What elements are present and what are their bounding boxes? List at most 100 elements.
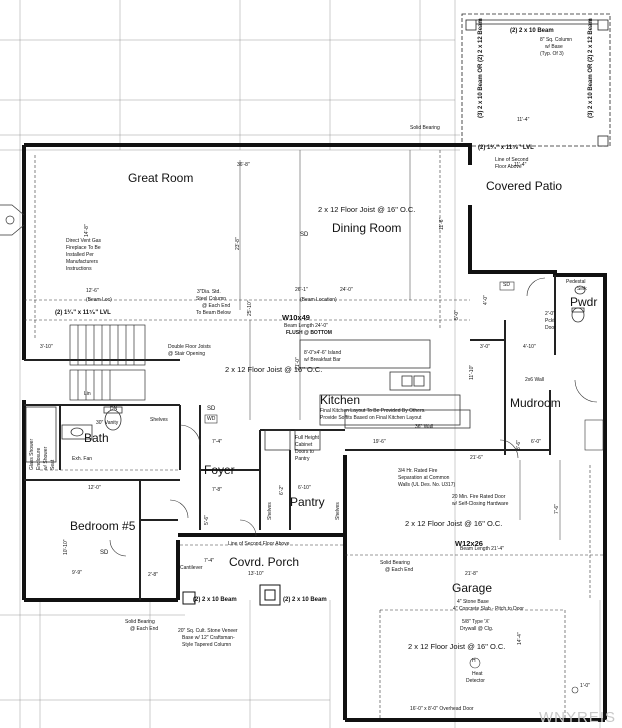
note-double-joist-1: Double Floor Joists (168, 344, 211, 350)
note-glass-2: Enclosure (36, 447, 42, 470)
porch-columns (182, 584, 281, 606)
patio-beam-top: (2) 2 x 10 Beam (510, 28, 554, 34)
note-typ3: (Typ. Of 3) (540, 51, 564, 57)
foyer-label: Foyer (204, 463, 235, 477)
note-full-height-4: Pantry (295, 456, 310, 462)
grid-lines (0, 0, 601, 728)
note-pedestal-2: Sink (577, 286, 587, 292)
interior-walls (24, 275, 556, 600)
dim-great-room-depth: 14'-8" (84, 224, 90, 237)
note-stone-2: Base w/ 12" Craftsman- (182, 635, 235, 641)
note-pocket-3: Door (545, 325, 556, 331)
dim-12-0: 12'-0" (88, 485, 101, 491)
dim-12-6: 12'-6" (86, 288, 99, 294)
note-garage-2: 4" Concrete Slab - Pitch to Door (453, 606, 524, 612)
bath-fixtures (25, 285, 586, 463)
note-fire-3: Walls (UL Des. No. U317) (398, 482, 456, 488)
note-full-height-3: Doors to (295, 449, 314, 455)
note-heat-1: Heat (472, 671, 483, 677)
dim-7-4b: 7'-4" (204, 558, 214, 564)
bedroom5-label: Bedroom #5 (70, 519, 136, 533)
note-beam-length-1: Beam Length 24'-0" (284, 323, 328, 329)
note-pedestal-1: Pedestal (566, 279, 586, 285)
lvl-beam-top: (2) 1³⁄₄" x 11⁷⁄₈" LVL (478, 145, 534, 151)
dim-3-10: 3'-10" (40, 344, 53, 350)
pantry-label: Pantry (290, 495, 325, 509)
note-double-joist-2: @ Stair Opening (168, 351, 206, 357)
pwdr-label: Pwdr (570, 295, 598, 309)
dim-13-10: 13'-10" (248, 571, 264, 577)
note-island-1: 8'-0"x4'-6" Island (304, 350, 342, 356)
dim-3-0: 3'-0" (480, 344, 490, 350)
exterior-walls (22, 143, 607, 722)
porch-beam-right: (2) 2 x 10 Beam (283, 597, 327, 603)
dim-5-6: 5'-6" (204, 515, 210, 525)
lvl-beam-left: (2) 1³⁄₄" x 11⁷⁄₈" LVL (55, 310, 111, 316)
covered-patio-label: Covered Patio (486, 179, 563, 193)
dimension-lines (239, 150, 561, 540)
note-beam-location: (Beam Location) (300, 297, 337, 303)
dim-2-8: 2'-8" (148, 572, 158, 578)
note-fireplace-5: Instructions (66, 266, 92, 272)
dim-11-6: 11'-6" (439, 217, 445, 230)
dim-26-1: 26'-1" (295, 287, 308, 293)
dim-7-6: 7'-6" (554, 504, 560, 514)
great-room-label: Great Room (128, 171, 194, 185)
note-steel-1: 3"Dia. Std. (197, 289, 221, 295)
covrd-porch-label: Covrd. Porch (229, 555, 300, 569)
dim-7-8: 7'-8" (212, 487, 222, 493)
dim-21-0: 21'-0" (295, 357, 301, 370)
note-fire-1: 3/4 Hr. Rated Fire (398, 468, 438, 474)
note-overhead-door: 16'-0" x 8'-0" Overhead Door (410, 706, 474, 712)
heat-detector-letter: H (472, 658, 476, 664)
dashed-lines (24, 150, 605, 720)
smoke-detector-1: SD (300, 232, 309, 238)
note-joist-mid: 2 x 12 Floor Joist @ 16" O.C. (225, 365, 323, 374)
dim-great-room-width: 36'-8" (237, 162, 250, 168)
note-solid-bearing-r2: @ Each End (385, 567, 414, 573)
dim-24-0: 24'-0" (340, 287, 353, 293)
note-fire-2: Separation at Common (398, 475, 450, 481)
dim-21-6: 21'-6" (470, 455, 483, 461)
note-line-second-floor: Line of Second Floor Above (228, 541, 290, 547)
note-door-2: w/ Self-Closing Hardware (452, 501, 509, 507)
note-glass-4: Seat (50, 459, 56, 470)
note-2x6-wall: 2x6 Wall (525, 377, 544, 383)
note-glass-1: Glass Shower (29, 438, 35, 470)
note-glass-3: w/ Shower (43, 446, 49, 470)
note-fireplace-2: Fireplace To Be (66, 245, 101, 251)
dim-23-8: 23'-8" (235, 237, 241, 250)
note-heat-2: Detector (466, 678, 485, 684)
note-steel-2: Steel Column (196, 296, 227, 302)
note-island-2: w/ Breakfast Bar (304, 357, 341, 363)
note-solid-bearing-l1: Solid Bearing (125, 619, 155, 625)
note-linen: Lin (84, 391, 91, 397)
note-vanity: 30" Vanity (96, 420, 119, 426)
mudroom-label: Mudroom (510, 396, 561, 410)
dim-6-0: 6'-0" (531, 439, 541, 445)
watermark: WNYREIS (538, 709, 616, 726)
w10-beam: W10x49 (282, 313, 310, 322)
note-fireplace-4: Manufacturers (66, 259, 98, 265)
note-pocket-1: 2'-0" (545, 311, 555, 317)
note-w-base: w/ Base (545, 44, 563, 50)
kitchen-label: Kitchen (320, 393, 361, 407)
note-kitchen-2: Provide Soffits Based on Final Kitchen L… (320, 415, 422, 421)
note-garage-1: 4" Stone Base (457, 599, 489, 605)
dim-14-4: 14'-4" (517, 632, 523, 645)
porch-beam-left: (2) 2 x 10 Beam (193, 597, 237, 603)
wall-detector: WD (207, 416, 216, 422)
patio-beam-right: (3) 2 x 10 Beam OR (2) 2 x 12 Beam (588, 18, 594, 118)
dim-1-0: 1'-0" (580, 683, 590, 689)
note-kitchen-1: Final Kitchen Layout To Be Provided By O… (320, 408, 426, 414)
note-exh-fan: Exh. Fan (72, 456, 93, 462)
note-fireplace-3: Installed Per (66, 252, 94, 258)
dining-room-label: Dining Room (332, 221, 402, 235)
note-joist-great-room: 2 x 12 Floor Joist @ 16" O.C. (318, 205, 416, 214)
dim-10-10: 10'-10" (63, 539, 69, 555)
note-full-height-2: Cabinet (295, 442, 313, 448)
note-steel-3: @ Each End (202, 303, 231, 309)
dim-patio-width-2: 11'-4" (514, 162, 527, 168)
note-full-height-1: Full Height (295, 435, 319, 441)
